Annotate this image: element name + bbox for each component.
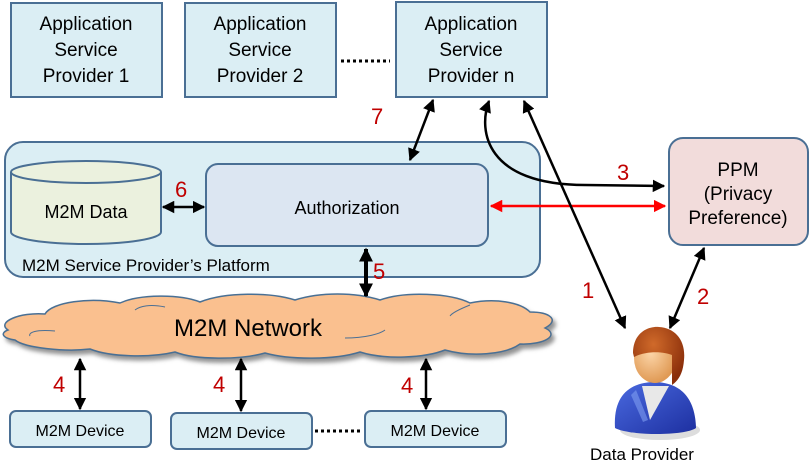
- device-box-3: M2M Device: [364, 410, 507, 448]
- step-label-2: 2: [697, 284, 709, 309]
- ppm-line-3: Preference): [688, 208, 787, 229]
- authorization-box: Authorization: [205, 163, 489, 247]
- device-3-label: M2M Device: [391, 423, 480, 440]
- device-2-label: M2M Device: [197, 425, 286, 442]
- device-box-1: M2M Device: [9, 410, 152, 448]
- platform-label: M2M Service Provider’s Platform: [22, 256, 270, 275]
- network-label: M2M Network: [174, 315, 323, 342]
- arrow-step-7: [408, 98, 435, 162]
- provider-n-line-1: Application: [425, 14, 518, 35]
- provider-1-line-1: Application: [40, 14, 133, 35]
- step-label-7: 7: [371, 104, 383, 129]
- step-label-4-device-2: 4: [213, 372, 225, 397]
- provider-1-line-2: Service: [54, 40, 117, 61]
- step-label-4-device-1: 4: [53, 372, 65, 397]
- provider-2-line-3: Provider 2: [217, 66, 304, 87]
- step-label-1: 1: [582, 278, 594, 303]
- step-label-5: 5: [373, 259, 385, 284]
- ppm-line-1: PPM: [717, 160, 758, 181]
- provider-box-n: Application Service Provider n: [395, 1, 548, 98]
- step-label-4-device-3: 4: [401, 373, 413, 398]
- provider-box-1: Application Service Provider 1: [10, 2, 163, 98]
- provider-1-line-3: Provider 1: [43, 66, 130, 87]
- ppm-line-2: (Privacy: [704, 184, 773, 205]
- m2m-network-cloud: M2M Network: [2, 293, 553, 359]
- provider-n-line-2: Service: [439, 40, 502, 61]
- ppm-box: PPM (Privacy Preference): [668, 137, 809, 246]
- step-label-6: 6: [175, 177, 187, 202]
- provider-n-line-3: Provider n: [428, 66, 515, 87]
- m2m-data-label: M2M Data: [44, 202, 128, 222]
- device-1-label: M2M Device: [36, 423, 125, 440]
- provider-2-line-2: Service: [228, 40, 291, 61]
- m2m-data-store: M2M Data: [10, 160, 162, 245]
- provider-2-line-1: Application: [214, 14, 307, 35]
- device-box-2: M2M Device: [170, 412, 313, 450]
- data-provider-label: Data Provider: [590, 445, 694, 464]
- step-label-3: 3: [617, 160, 629, 185]
- arrow-step-2: [668, 246, 706, 330]
- provider-box-2: Application Service Provider 2: [184, 2, 337, 98]
- arrow-step-1: [522, 99, 627, 330]
- authorization-label: Authorization: [294, 198, 399, 218]
- data-provider-icon: [614, 326, 700, 440]
